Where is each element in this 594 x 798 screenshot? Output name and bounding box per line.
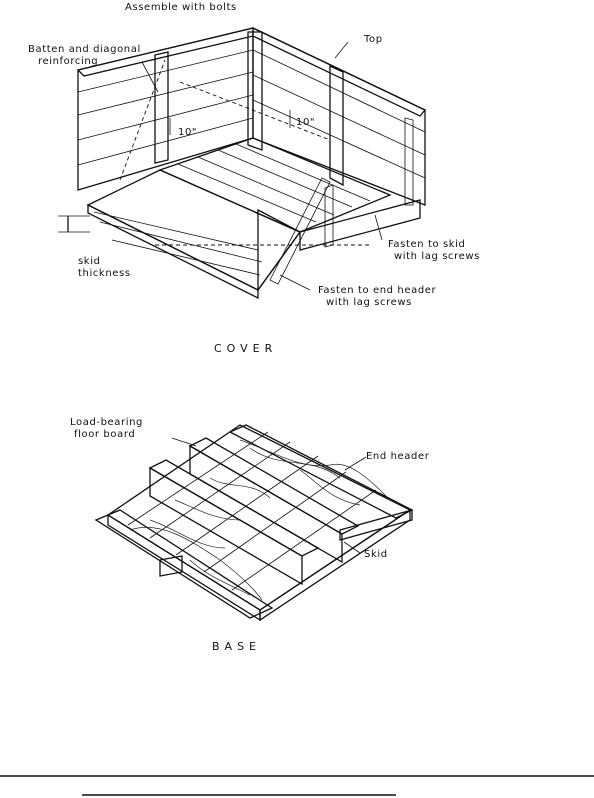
base-platform-board-lines (127, 431, 377, 591)
label-fasten-header-line1: Fasten to end header (318, 285, 437, 296)
label-load-line1: Load-bearing (70, 417, 143, 428)
cover-skid-strip (87, 203, 259, 300)
base-floor-board-front-face (149, 466, 303, 586)
label-end-header: End header (366, 451, 430, 462)
base-drawing: Load-bearing floor board End header Skid… (70, 417, 430, 653)
label-dim-right: 10" (296, 117, 315, 128)
cover-diagonal-brace (269, 177, 331, 285)
cover-corner-post (247, 31, 263, 151)
cover-top-rail (76, 27, 427, 117)
label-dim-left: 10" (178, 127, 197, 138)
cover-diagonal-back (179, 81, 331, 141)
label-fasten-skid-line1: Fasten to skid (388, 239, 466, 250)
cover-front-planks (93, 211, 263, 276)
cover-drawing: Assemble with bolts Batten and diagonal … (28, 2, 480, 355)
caption-base: BASE (212, 640, 261, 653)
label-skid-line2: thickness (78, 268, 131, 279)
leader-end-header (344, 456, 367, 471)
label-fasten-header-line2: with lag screws (326, 297, 412, 308)
leader-top (334, 41, 349, 59)
caption-cover: COVER (214, 342, 277, 355)
label-fasten-skid-line2: with lag screws (394, 251, 480, 262)
cover-left-batten (154, 51, 169, 164)
cover-back-right-wall (252, 26, 426, 206)
base-front-edge (107, 513, 261, 622)
base-floor-board-rear-face (189, 444, 343, 564)
base-end-header (228, 424, 414, 519)
base-right-edge (259, 508, 411, 622)
label-skid-line1: skid (78, 256, 101, 267)
cover-right-post (324, 184, 334, 248)
leader-batten (141, 61, 159, 93)
base-wood-grain (129, 439, 391, 601)
leader-skid (343, 541, 361, 554)
label-skid: Skid (364, 549, 388, 560)
label-load-line2: floor board (74, 429, 135, 440)
base-skid-front (94, 509, 274, 619)
cover-diagonal-left (119, 59, 166, 181)
leader-fasten-skid (374, 214, 383, 241)
cover-right-batten (329, 64, 344, 187)
leader-load-bearing (171, 437, 197, 447)
cover-floor-board-lines (177, 143, 371, 223)
leader-fasten-header (279, 274, 311, 291)
label-assemble: Assemble with bolts (125, 2, 237, 13)
label-batten-line2: reinforcing (38, 56, 98, 67)
cover-end-post (404, 117, 414, 206)
base-platform (106, 424, 412, 611)
cover-front-right-face (299, 199, 421, 251)
label-batten-line1: Batten and diagonal (28, 44, 141, 55)
cover-left-wall-planks (77, 49, 254, 166)
base-skid-right (339, 509, 413, 541)
label-top: Top (363, 34, 383, 45)
cover-right-wall-planks (252, 49, 426, 179)
base-floor-board-front-top (148, 459, 320, 557)
